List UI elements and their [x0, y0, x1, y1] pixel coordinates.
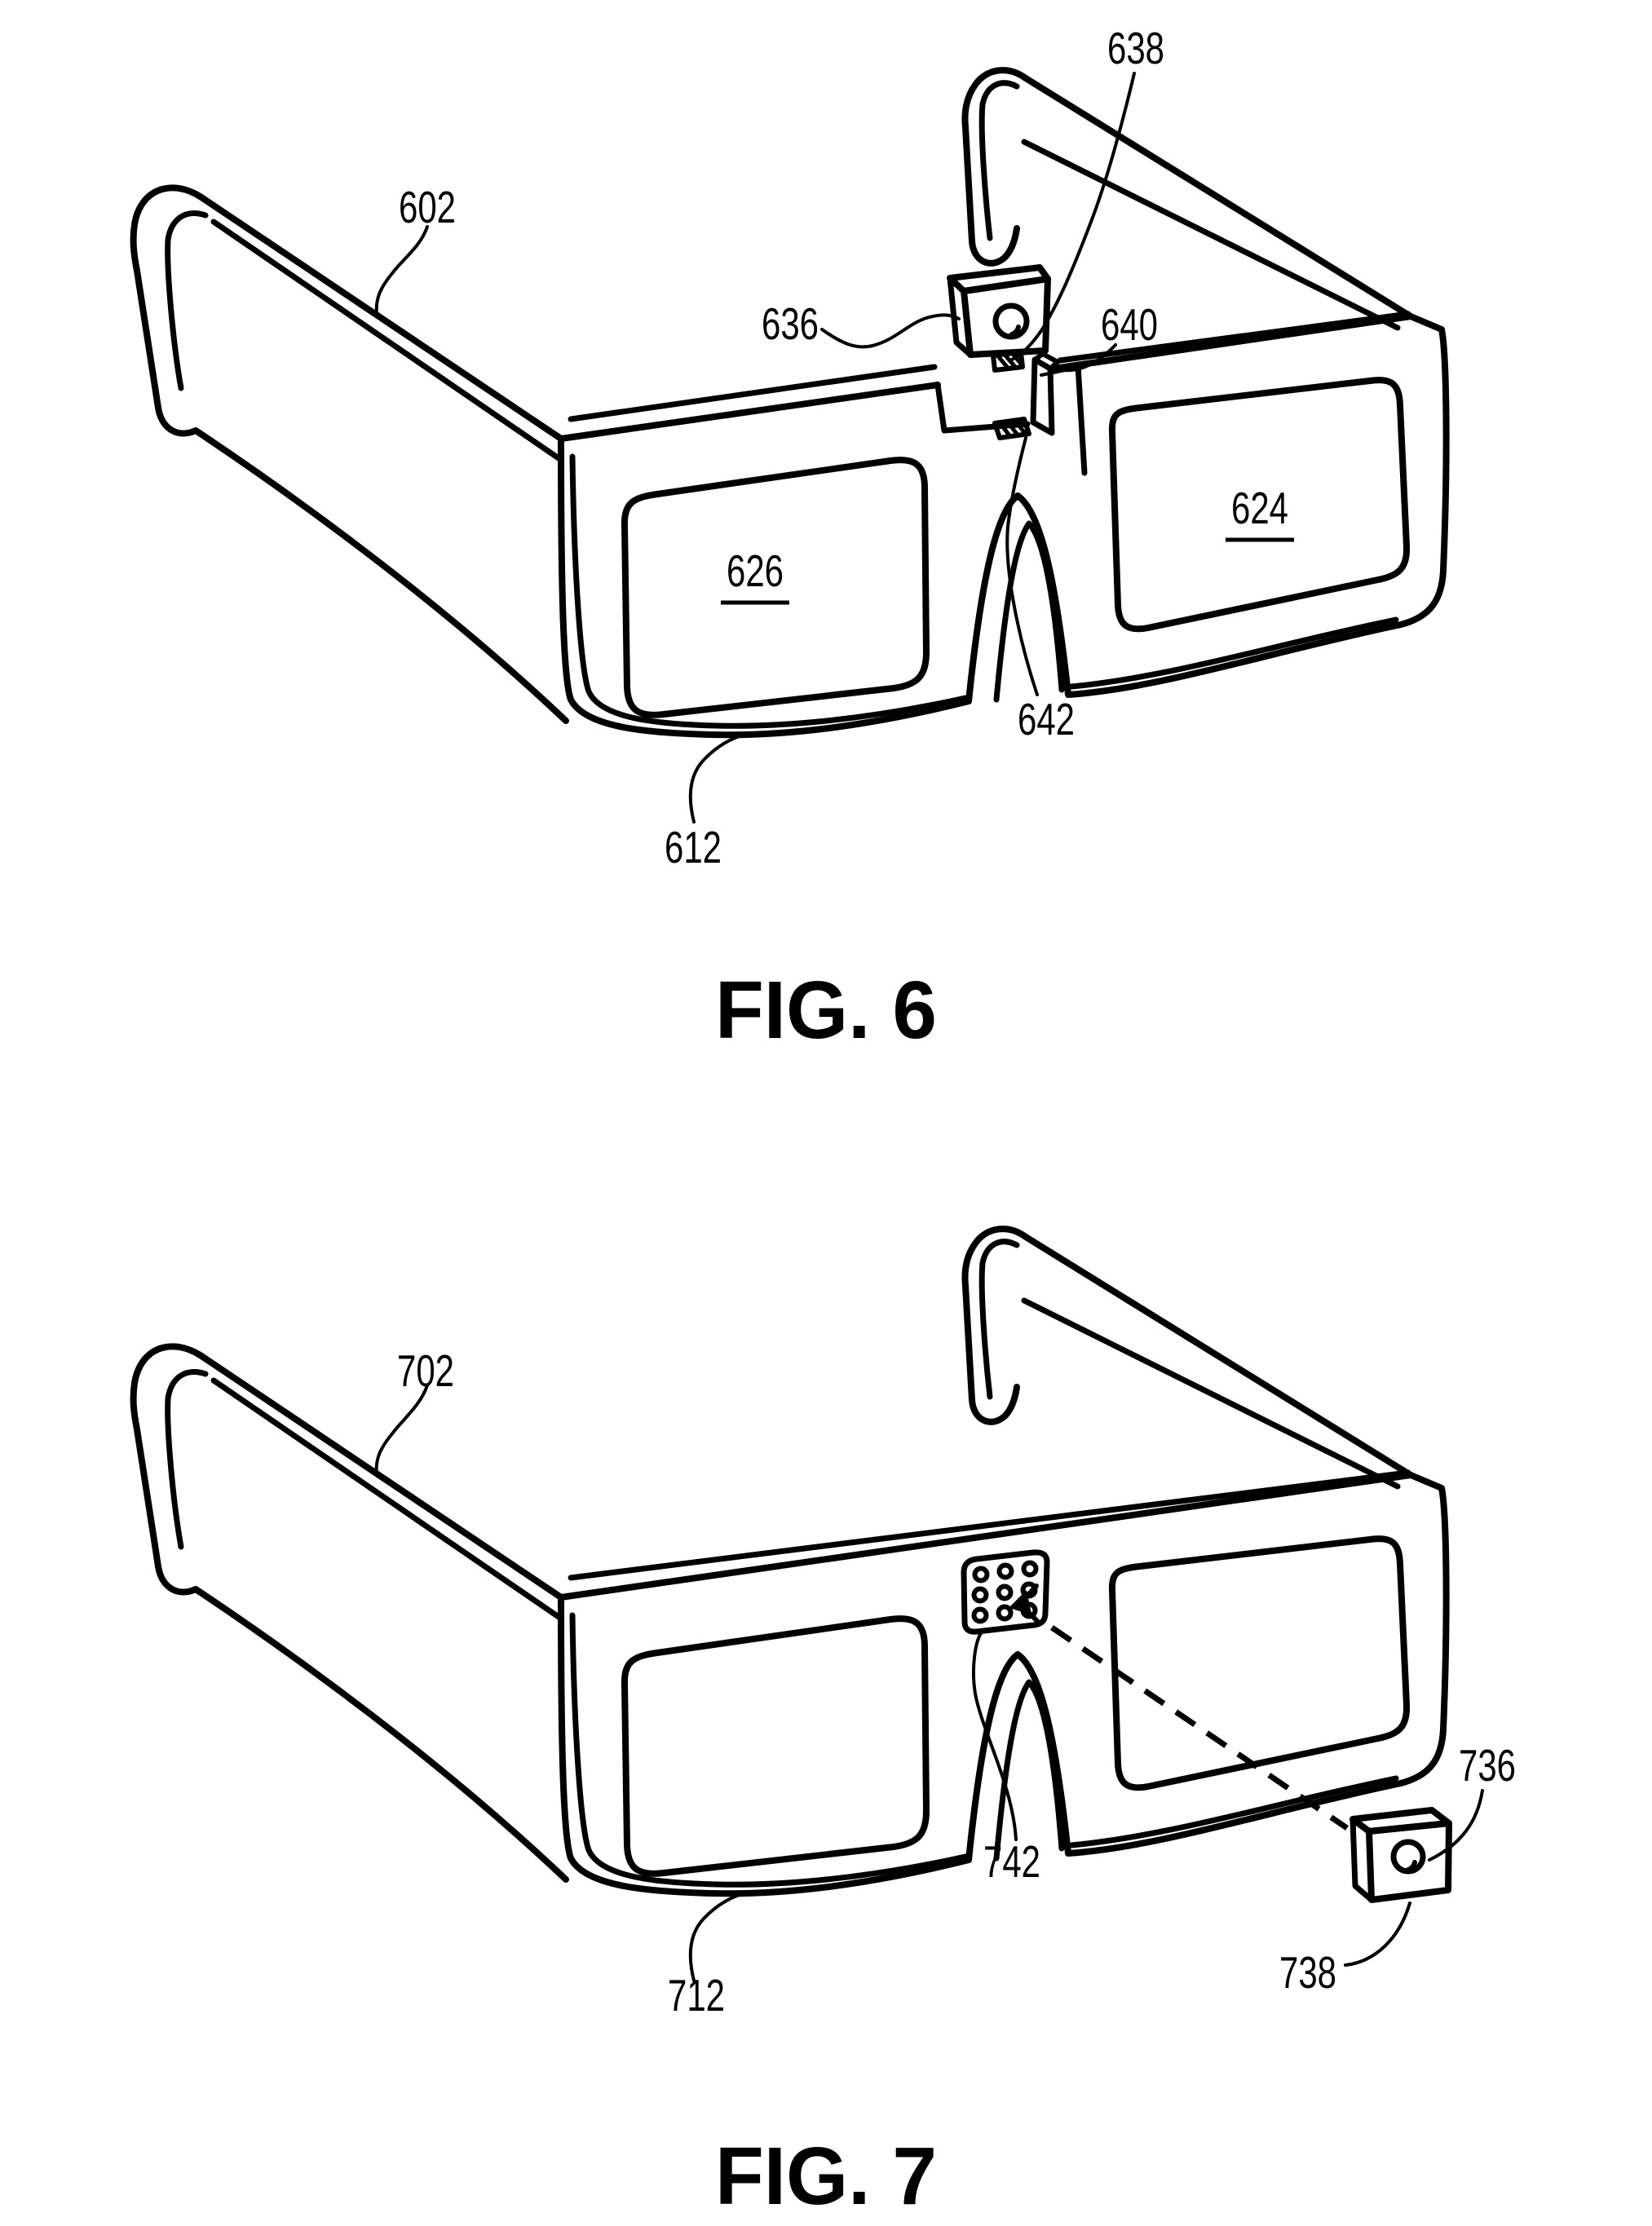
fig7-sensor-panel-outline: [961, 1549, 1050, 1635]
sensor-dot: [972, 1566, 990, 1583]
fig7-frame-top-edge: [558, 1472, 1414, 1601]
sensor-dot: [996, 1562, 1014, 1580]
fig7-camera-front-face: [1366, 1820, 1452, 1903]
fig7-left-lens: [621, 1615, 930, 1877]
fig7-camera-lens-glint: [1406, 1860, 1417, 1872]
fig6-left-lens: [621, 457, 930, 718]
sensor-dot: [971, 1606, 989, 1624]
figure-7-drawing: 702 742 736 738 712 FIG. 7: [130, 1226, 1516, 2222]
fig7-left-temple-outline: [130, 1343, 569, 1883]
fig6-frame-right-side: [1398, 313, 1450, 628]
leader-742: [972, 1632, 1018, 1841]
ref-label-736: 736: [1459, 1740, 1516, 1791]
ref-label-738: 738: [1279, 1947, 1336, 1998]
ref-label-638: 638: [1107, 23, 1164, 73]
leader-612: [688, 734, 743, 824]
fig7-dashed-connection-line: [1050, 1625, 1349, 1831]
fig6-right-lens: [1108, 377, 1411, 633]
ref-label-742: 742: [983, 1836, 1040, 1887]
fig6-frame-back-top-edge-left: [568, 364, 938, 422]
ref-label-624: 624: [1231, 483, 1288, 533]
fig6-frame-bottom-inner-right: [1068, 616, 1399, 690]
fig7-frame-bottom-silhouette: [558, 1594, 1404, 1897]
ref-label-612: 612: [665, 822, 722, 872]
ref-label-636: 636: [762, 298, 819, 349]
fig6-camera-top-face: [947, 264, 1051, 294]
sensor-dot: [996, 1583, 1014, 1601]
figure-6-drawing: 602 638 636 640 626 624 642 612 FIG. 6: [130, 23, 1450, 1056]
sensor-dot: [1021, 1560, 1039, 1578]
fig6-left-temple-hook-inner-line: [165, 210, 209, 391]
leader-638: [1010, 72, 1136, 361]
leader-738: [1344, 1901, 1411, 1967]
fig6-right-temple-outline: [961, 67, 1414, 320]
fig6-frame-back-top-edge-right: [1057, 311, 1411, 364]
fig7-right-temple-inner-edge: [1021, 1297, 1401, 1490]
ref-label-642: 642: [1018, 694, 1075, 744]
fig6-frame-top-edge-right: [1050, 313, 1414, 372]
fig7-frame-back-top-edge: [568, 1469, 1411, 1581]
sensor-dot: [971, 1586, 989, 1604]
leader-636: [820, 313, 961, 349]
fig7-camera-top-face: [1349, 1807, 1452, 1835]
fig6-camera-lens: [992, 303, 1030, 340]
fig6-frame-bottom-inner-left: [569, 453, 969, 729]
ref-label-702: 702: [397, 1345, 454, 1396]
fig6-mount-bracket-top: [1032, 351, 1060, 371]
leader-736: [1428, 1789, 1484, 1862]
cursor-arrow-icon-foot: [1027, 1610, 1040, 1623]
fig6-camera-module: [947, 264, 1060, 440]
fig6-bridge-notch-left-wall: [934, 382, 1031, 434]
fig7-sensor-array-panel: [961, 1549, 1050, 1635]
fig7-detached-camera-module: [1349, 1807, 1452, 1903]
fig7-frame-bottom-inner-right: [1068, 1775, 1399, 1848]
cursor-arrow-icon: [1009, 1590, 1031, 1614]
fig7-camera-left-face: [1349, 1816, 1375, 1903]
leader-642: [1005, 436, 1039, 696]
fig7-right-temple-hook-inner-line: [978, 1239, 1020, 1400]
fig6-left-temple-topface-line: [210, 219, 564, 463]
fig6-frame-bottom-silhouette: [558, 435, 1404, 739]
fig6-bridge-notch-right-wall: [1075, 362, 1088, 476]
fig6-right-temple-hook-inner-line: [978, 80, 1020, 241]
figure-7-caption: FIG. 7: [715, 2131, 937, 2222]
fig6-camera-left-face: [947, 275, 974, 358]
sensor-dot: [996, 1604, 1014, 1622]
leader-602: [374, 225, 429, 316]
fig7-frame-bottom-inner-left: [569, 1612, 969, 1888]
fig6-bridge-slot-hatch: [998, 418, 1027, 438]
fig6-camera-lens-glint: [1009, 325, 1021, 337]
figure-6-caption: FIG. 6: [715, 965, 937, 1056]
fig6-frame-top-edge-left: [558, 382, 941, 442]
fig7-nose-bridge-arch-inner: [993, 1679, 1065, 1862]
fig7-right-lens: [1108, 1535, 1411, 1791]
fig7-frame-right-side: [1398, 1472, 1450, 1787]
fig6-left-temple-outline: [130, 184, 569, 724]
fig7-left-temple-topface-line: [210, 1377, 564, 1622]
leader-640: [1040, 343, 1117, 377]
ref-label-712: 712: [668, 1970, 725, 2021]
leader-702: [374, 1384, 429, 1475]
ref-label-626: 626: [727, 545, 784, 596]
fig7-camera-lens: [1390, 1839, 1426, 1875]
leader-712: [688, 1893, 743, 1982]
fig6-right-temple-inner-edge: [1021, 139, 1401, 331]
fig6-nose-bridge-arch-inner: [993, 520, 1065, 703]
ref-label-602: 602: [399, 182, 456, 232]
fig7-left-temple-hook-inner-line: [165, 1369, 209, 1550]
fig6-mount-bracket: [1030, 356, 1055, 436]
ref-label-640: 640: [1101, 299, 1158, 350]
fig7-right-temple-outline: [961, 1226, 1414, 1478]
